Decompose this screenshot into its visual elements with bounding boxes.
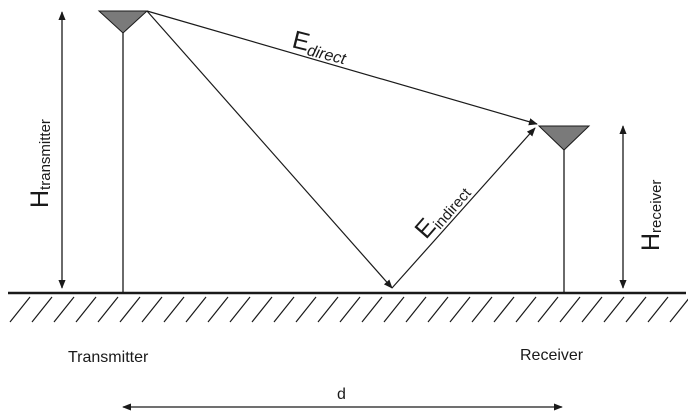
ground-hatch-stroke	[339, 296, 361, 323]
ground-hatch-stroke	[53, 296, 75, 323]
ground-hatch-stroke	[317, 296, 339, 323]
reflected-ray-up-arrow	[391, 127, 536, 289]
ground-hatch-stroke	[141, 296, 163, 323]
receiver-caption: Receiver	[520, 347, 584, 364]
ground-hatch-stroke	[383, 296, 405, 323]
direct-ray-label: Edirect	[289, 26, 351, 69]
direct-ray-arrow	[146, 10, 538, 126]
ground-hatch-stroke	[603, 296, 625, 323]
ground-hatch-stroke	[31, 296, 53, 323]
transmitter-caption: Transmitter	[68, 349, 149, 366]
ground-hatch-stroke	[97, 296, 119, 323]
ground-hatch-stroke	[207, 296, 229, 323]
ground-hatch-stroke	[449, 296, 471, 323]
ground-hatch-stroke	[427, 296, 449, 323]
transmitter-antenna	[97, 10, 149, 293]
ground-hatch-stroke	[185, 296, 207, 323]
ground-hatch-stroke	[647, 296, 669, 323]
ground-hatch-stroke	[405, 296, 427, 323]
ground-hatch-stroke	[361, 296, 383, 323]
transmitter-height-label: Htransmitter	[26, 119, 54, 208]
ground-hatching	[9, 296, 688, 323]
ground-hatch-stroke	[515, 296, 537, 323]
ground-hatch-stroke	[471, 296, 493, 323]
ground	[8, 291, 688, 323]
ground-hatch-stroke	[295, 296, 317, 323]
ground-hatch-stroke	[559, 296, 581, 323]
receiver-height-label: Hreceiver	[637, 180, 665, 251]
ground-hatch-stroke	[537, 296, 559, 323]
ground-hatch-stroke	[493, 296, 515, 323]
transmitter-antenna-icon	[97, 10, 149, 34]
ground-hatch-stroke	[163, 296, 185, 323]
ground-hatch-stroke	[273, 296, 295, 323]
ground-hatch-stroke	[581, 296, 603, 323]
ground-hatch-stroke	[251, 296, 273, 323]
ground-hatch-stroke	[119, 296, 141, 323]
receiver-antenna-icon	[537, 125, 591, 151]
ground-hatch-stroke	[9, 296, 31, 323]
ground-hatch-stroke	[75, 296, 97, 323]
ground-hatch-stroke	[229, 296, 251, 323]
receiver-antenna	[537, 125, 591, 293]
indirect-ray-label: Eindirect	[409, 176, 475, 245]
reflected-ray-down-arrow	[146, 10, 393, 289]
ground-hatch-stroke	[669, 298, 688, 323]
distance-label: d	[337, 386, 346, 403]
ground-hatch-stroke	[625, 296, 647, 323]
